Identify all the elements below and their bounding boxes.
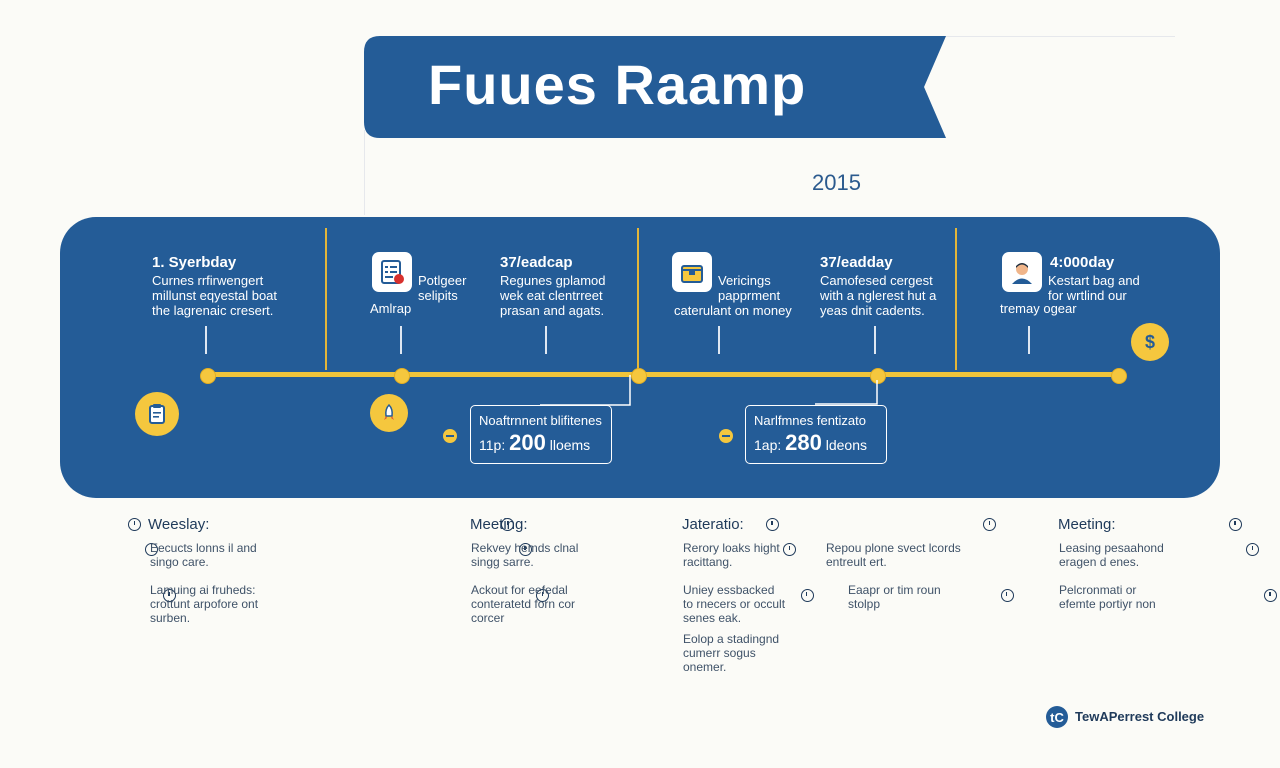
info-heading: Meeting: <box>1058 516 1116 533</box>
clock-icon <box>145 543 159 556</box>
page-title: Fuues Raamp <box>428 53 807 116</box>
milestone-tick <box>718 326 720 354</box>
milestone-1-title: 1. Syerbday <box>152 254 237 271</box>
timeline-dot[interactable] <box>631 368 647 384</box>
collapse-icon[interactable] <box>719 429 733 443</box>
timeline-rail <box>206 372 1120 377</box>
milestone-tick <box>874 326 876 354</box>
milestone-3-title: 37/eadcap <box>500 254 573 271</box>
info-heading: Weeslay: <box>148 516 210 533</box>
guide-line-vertical <box>364 130 365 215</box>
column-separator <box>955 228 957 370</box>
college-name: TewAPerrest College <box>1075 709 1205 724</box>
clipboard-icon <box>135 392 179 436</box>
college-logo-icon: tC <box>1046 706 1068 728</box>
svg-text:tC: tC <box>1050 710 1064 725</box>
rocket-icon <box>370 394 408 432</box>
milestone-tick <box>205 326 207 354</box>
clock-icon <box>1228 518 1242 531</box>
milestone-4-text: Vericings papprment caterulant on money <box>674 273 792 318</box>
milestone-2-extra: Amlrap <box>370 301 412 316</box>
clock-icon <box>536 589 550 602</box>
box-connector <box>815 380 878 405</box>
info-heading: Jateratio: <box>682 516 744 533</box>
timeline-dot[interactable] <box>870 368 886 384</box>
clock-icon <box>983 518 997 531</box>
box-icon <box>672 252 712 292</box>
metric-box: Noaftrnnent blifitenes 11p: 200 lloems <box>470 405 612 464</box>
clock-icon <box>783 543 797 556</box>
milestone-tick <box>545 326 547 354</box>
info-heading: Meeting: <box>470 516 528 533</box>
timeline-dot[interactable] <box>394 368 410 384</box>
clock-icon <box>1263 589 1277 602</box>
timeline-year: 2015 <box>812 170 861 195</box>
title-banner <box>364 36 946 138</box>
metric-box: Narlfmnes fentizato 1ap: 280 ldeons <box>745 405 887 464</box>
timeline-dot[interactable] <box>1111 368 1127 384</box>
milestone-5-title: 37/eadday <box>820 254 893 271</box>
person-icon <box>1002 252 1042 292</box>
milestone-tick <box>400 326 402 354</box>
clock-icon <box>128 518 141 531</box>
dollar-icon: $ <box>1131 323 1169 361</box>
milestone-6-title: 4:000day <box>1050 254 1115 271</box>
clock-icon <box>800 589 814 602</box>
milestone-tick <box>1028 326 1030 354</box>
clock-icon <box>1000 589 1014 602</box>
column-separator <box>637 228 639 370</box>
clock-icon <box>501 518 515 531</box>
clock-icon <box>518 543 532 556</box>
clock-icon <box>1246 543 1260 556</box>
collapse-icon[interactable] <box>443 429 457 443</box>
timeline-dot[interactable] <box>200 368 216 384</box>
column-separator <box>325 228 327 370</box>
milestone-6-extra: tremay ogear <box>1000 301 1077 316</box>
checklist-icon <box>372 252 412 292</box>
guide-line-horizontal <box>940 36 1175 37</box>
clock-icon <box>162 589 176 602</box>
info-item: Lamuing ai fruheds:crottunt arpofore ont… <box>150 583 259 625</box>
svg-text:$: $ <box>1145 332 1155 352</box>
clock-icon <box>765 518 779 531</box>
